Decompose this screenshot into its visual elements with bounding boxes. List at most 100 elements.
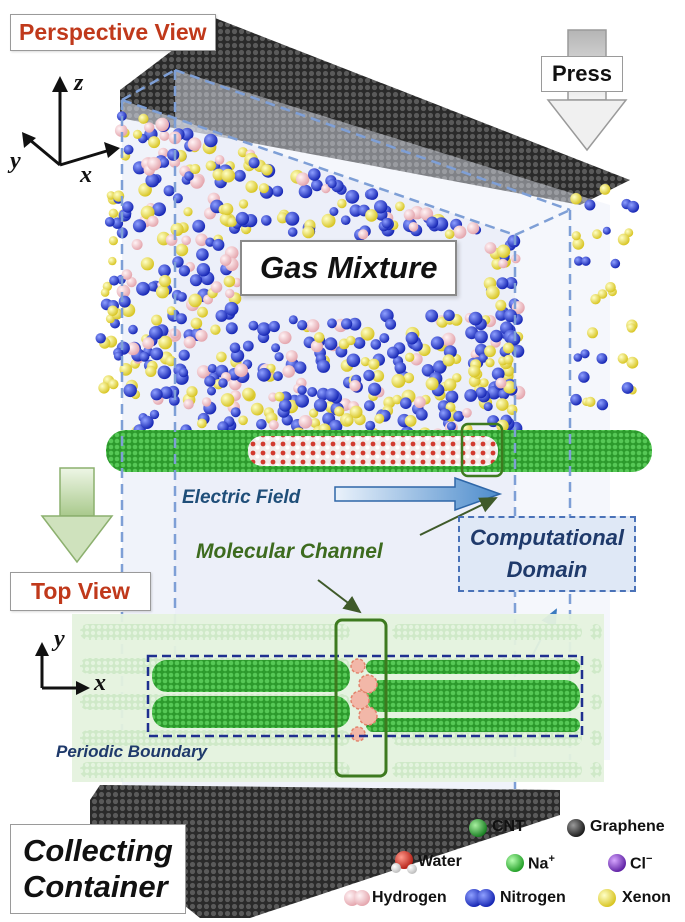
legend-water: Water [418,853,462,870]
gas-molecule [216,351,227,363]
gas-molecule [149,326,163,340]
periodic-image-tube [150,762,350,778]
legend-na: Na+ [528,853,555,873]
gas-molecule [453,225,467,239]
gas-molecule [405,331,419,345]
gas-molecule [159,157,170,168]
top-graphene-sheet [120,18,630,205]
gas-molecule [403,372,415,384]
gas-molecule [288,315,298,325]
gas-molecule [626,323,637,333]
water-icon [391,863,401,873]
down-arrow [40,467,114,564]
collecting-line2: Container [23,869,168,904]
collecting-line1: Collecting [23,833,173,868]
gas-molecules [95,111,640,441]
gas-molecule [170,222,184,236]
gas-molecule [224,301,239,316]
gas-molecule [183,336,196,349]
gas-molecule [381,217,392,229]
gas-molecule [257,367,271,382]
gas-molecule [496,244,511,258]
gas-molecule [178,265,190,277]
gas-molecule [116,284,131,299]
gas-molecule [100,288,110,297]
legend-xenon: Xenon [622,889,671,906]
gas-molecule [415,408,428,421]
gas-mixture-label: Gas Mixture [240,240,458,296]
channel-pointer-2 [317,579,362,614]
gas-molecule [142,337,155,350]
gas-molecule [285,350,298,363]
gas-molecule [391,373,406,388]
gas-molecule [346,335,356,346]
gas-molecule [217,421,229,433]
gas-molecule [132,219,147,233]
gas-molecule [490,329,503,343]
gas-molecule [149,409,160,420]
gas-molecule [282,365,296,378]
gas-molecule [584,199,596,211]
gas-molecule [385,318,397,330]
gas-molecule [276,212,289,224]
gas-molecule [571,231,581,241]
gas-molecule [197,418,207,429]
gas-molecule [180,127,194,141]
nitrogen-icon [477,889,495,907]
gas-molecule [425,377,439,391]
gas-molecule [337,198,347,209]
gas-molecule [285,211,300,226]
gas-molecule [207,386,216,396]
gas-molecule [145,173,160,188]
gas-molecule [197,306,208,318]
periodic-image-tube [590,730,602,746]
gas-molecule [602,226,611,235]
gas-molecule [297,320,308,331]
gas-molecule [261,164,273,176]
gas-molecule [113,351,123,361]
periodic-boundary-box [146,654,584,738]
gas-molecule [570,393,582,406]
gas-molecule [311,179,323,192]
gas-molecule [218,378,228,388]
gas-molecule [109,275,120,286]
gas-molecule [298,184,313,199]
gas-molecule [327,318,337,329]
gas-molecule [441,332,456,347]
gas-molecule [502,342,514,354]
gas-molecule [140,257,154,271]
gas-molecule [278,399,292,412]
gas-molecule [592,229,602,240]
gas-molecule [274,352,284,362]
gas-molecule [605,282,616,293]
gas-molecule [334,406,345,417]
gas-molecule [491,367,505,381]
periodic-boundary-label: Periodic Boundary [56,742,208,761]
gas-molecule [144,122,155,133]
gas-molecule [475,387,487,399]
gas-molecule [234,363,248,378]
gas-molecule [229,342,241,354]
gas-molecule [155,285,170,299]
top-axis-y-label: y [54,626,65,652]
gas-molecule [617,353,628,364]
gas-molecule [210,281,223,293]
gas-molecule [503,380,516,394]
gas-molecule [313,332,325,343]
gas-molecule [183,399,194,410]
gas-molecule [121,269,133,280]
gas-molecule [184,171,194,181]
xenon-icon [598,889,616,907]
gas-molecule [166,306,176,316]
gas-molecule [145,365,157,377]
legend-icons [344,819,626,907]
computational-domain-box: Computational Domain [458,516,636,592]
gas-molecule [223,275,236,288]
periodic-image-tube [392,624,582,640]
top-axis-x-label: x [94,670,106,696]
gas-molecule [372,370,385,382]
gas-molecule [225,288,235,299]
gas-molecule [237,147,248,158]
gas-molecule [310,340,323,353]
gas-molecule [344,416,354,426]
